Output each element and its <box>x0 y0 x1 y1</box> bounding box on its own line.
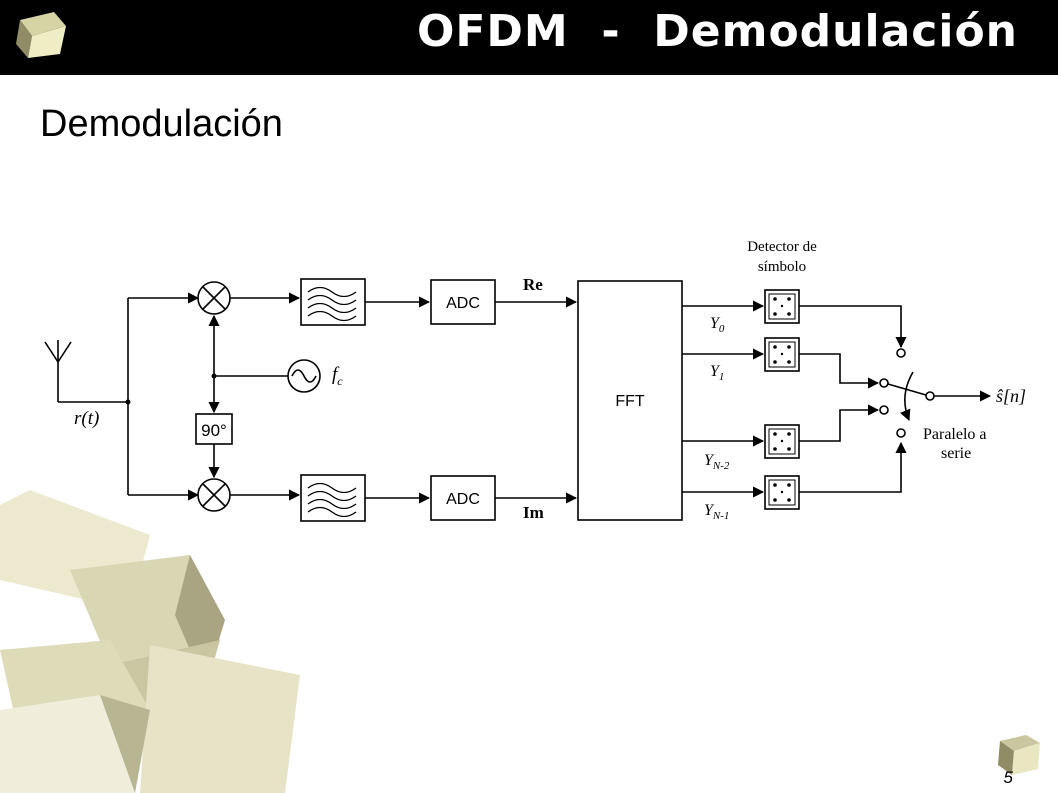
slide-title: OFDM - Demodulación <box>416 6 1018 57</box>
page-number: 5 <box>1003 768 1013 787</box>
cube-logo-icon <box>16 12 66 58</box>
oscillator-icon <box>287 359 321 393</box>
oscillator-label: fc <box>332 364 343 388</box>
detector-title-line2: símbolo <box>758 259 806 275</box>
decorative-cubes-icon <box>0 490 300 793</box>
output-y1-label: Y1 <box>710 363 724 383</box>
lowpass-filter-top-icon <box>300 278 366 326</box>
imag-part-label: Im <box>523 503 544 522</box>
real-part-label: Re <box>523 275 543 294</box>
p2s-label-line1: Paralelo a <box>923 426 987 443</box>
antenna-icon <box>44 340 72 402</box>
parallel-to-serial-switch-icon <box>879 348 935 438</box>
output-signal-label: ŝ[n] <box>996 386 1026 406</box>
slide-subtitle: Demodulación <box>40 103 283 145</box>
fft-label: FFT <box>615 393 645 410</box>
mixer-top-icon <box>197 281 231 315</box>
output-yn1-label: YN-1 <box>704 502 729 522</box>
phase-shift-label: 90° <box>201 421 227 440</box>
title-bar: OFDM - Demodulación <box>0 0 1058 75</box>
p2s-label-line2: serie <box>941 445 971 462</box>
corner-cube-icon <box>998 735 1040 775</box>
detector-title-line1: Detector de <box>747 239 817 255</box>
lowpass-filter-bottom-icon <box>300 474 366 522</box>
output-y0-label: Y0 <box>710 315 725 335</box>
mixer-bottom-icon <box>197 478 231 512</box>
output-yn2-label: YN-2 <box>704 452 730 472</box>
constellation-dots <box>125 297 791 502</box>
fft-box <box>577 280 683 521</box>
adc-top-label: ADC <box>446 295 480 312</box>
input-signal-label: r(t) <box>74 408 99 429</box>
adc-bottom-label: ADC <box>446 491 480 508</box>
